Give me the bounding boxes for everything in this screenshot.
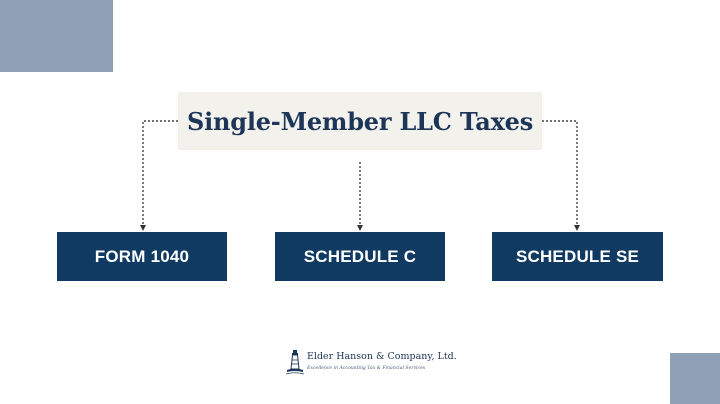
node-schedule-c: SCHEDULE C [275, 232, 445, 281]
diagram-title: Single-Member LLC Taxes [186, 106, 534, 136]
company-tagline: Excellence in Accounting Tax & Financial… [307, 366, 426, 371]
corner-accent-bottom-right [670, 353, 720, 404]
diagram-title-box: Single-Member LLC Taxes [178, 92, 542, 150]
node-form-1040: FORM 1040 [57, 232, 227, 281]
connector-right [542, 120, 580, 231]
lighthouse-icon [285, 350, 305, 375]
corner-accent-top-left [0, 0, 113, 72]
company-logo: Elder Hanson & Company, Ltd. Excellence … [285, 349, 457, 379]
connector-left [140, 120, 178, 231]
node-schedule-se: SCHEDULE SE [492, 232, 663, 281]
company-name: Elder Hanson & Company, Ltd. [307, 351, 457, 362]
